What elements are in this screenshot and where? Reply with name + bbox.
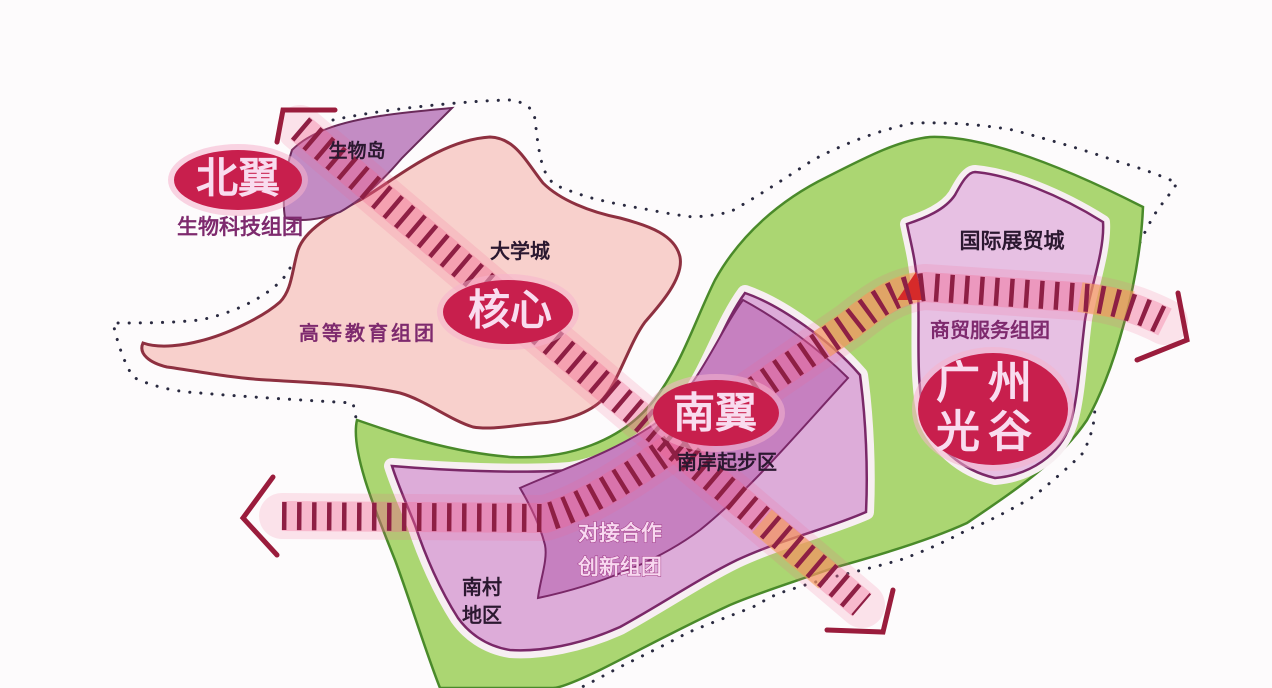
north-wing-badge-text: 北翼: [196, 154, 280, 203]
higher-education-zone: [140, 135, 682, 430]
north-wing-badge: [174, 150, 302, 210]
higher-education-cluster-label: 高等教育组团: [299, 321, 437, 345]
trade-service-cluster-label: 商贸服务组团: [930, 318, 1050, 342]
arrow-east-icon: [1134, 290, 1190, 363]
south-bank-startup-label: 南岸起步区: [677, 450, 777, 474]
international-expo-city-label: 国际展贸城: [960, 229, 1065, 253]
arrow-west-icon: [239, 474, 280, 558]
arrow-northwest-icon: [274, 107, 338, 145]
core-badge: [443, 280, 573, 344]
south-wing-badge-text: 南翼: [673, 389, 757, 438]
south-wing-badge: [653, 380, 779, 446]
axis-red-marker: [897, 272, 924, 300]
nancun-area-label-line-2: 地区: [462, 603, 502, 627]
optics-valley-badge-line-2: 光谷: [936, 407, 1040, 458]
optics-valley-badge: [918, 353, 1068, 465]
core-badge-text: 核心: [468, 286, 552, 335]
university-city-label: 大学城: [490, 239, 550, 263]
planning-boundary-west: [111, 266, 358, 420]
axis-nw-se-hatch: [290, 117, 872, 616]
arrow-southeast-icon: [824, 587, 896, 635]
innovation-cluster-label-line-2: 创新组团: [577, 555, 662, 579]
bio-island-label: 生物岛: [328, 139, 385, 162]
innovation-cluster-label-line-1: 对接合作: [578, 521, 662, 545]
axis-w-e-hatch: [281, 273, 1172, 532]
bio-island-zone: [282, 106, 455, 221]
north-wing-cluster-label: 生物科技组团: [177, 215, 303, 239]
optics-valley-badge-line-1: 广州: [936, 358, 1040, 409]
nancun-area-label-line-1: 南村: [462, 575, 502, 599]
